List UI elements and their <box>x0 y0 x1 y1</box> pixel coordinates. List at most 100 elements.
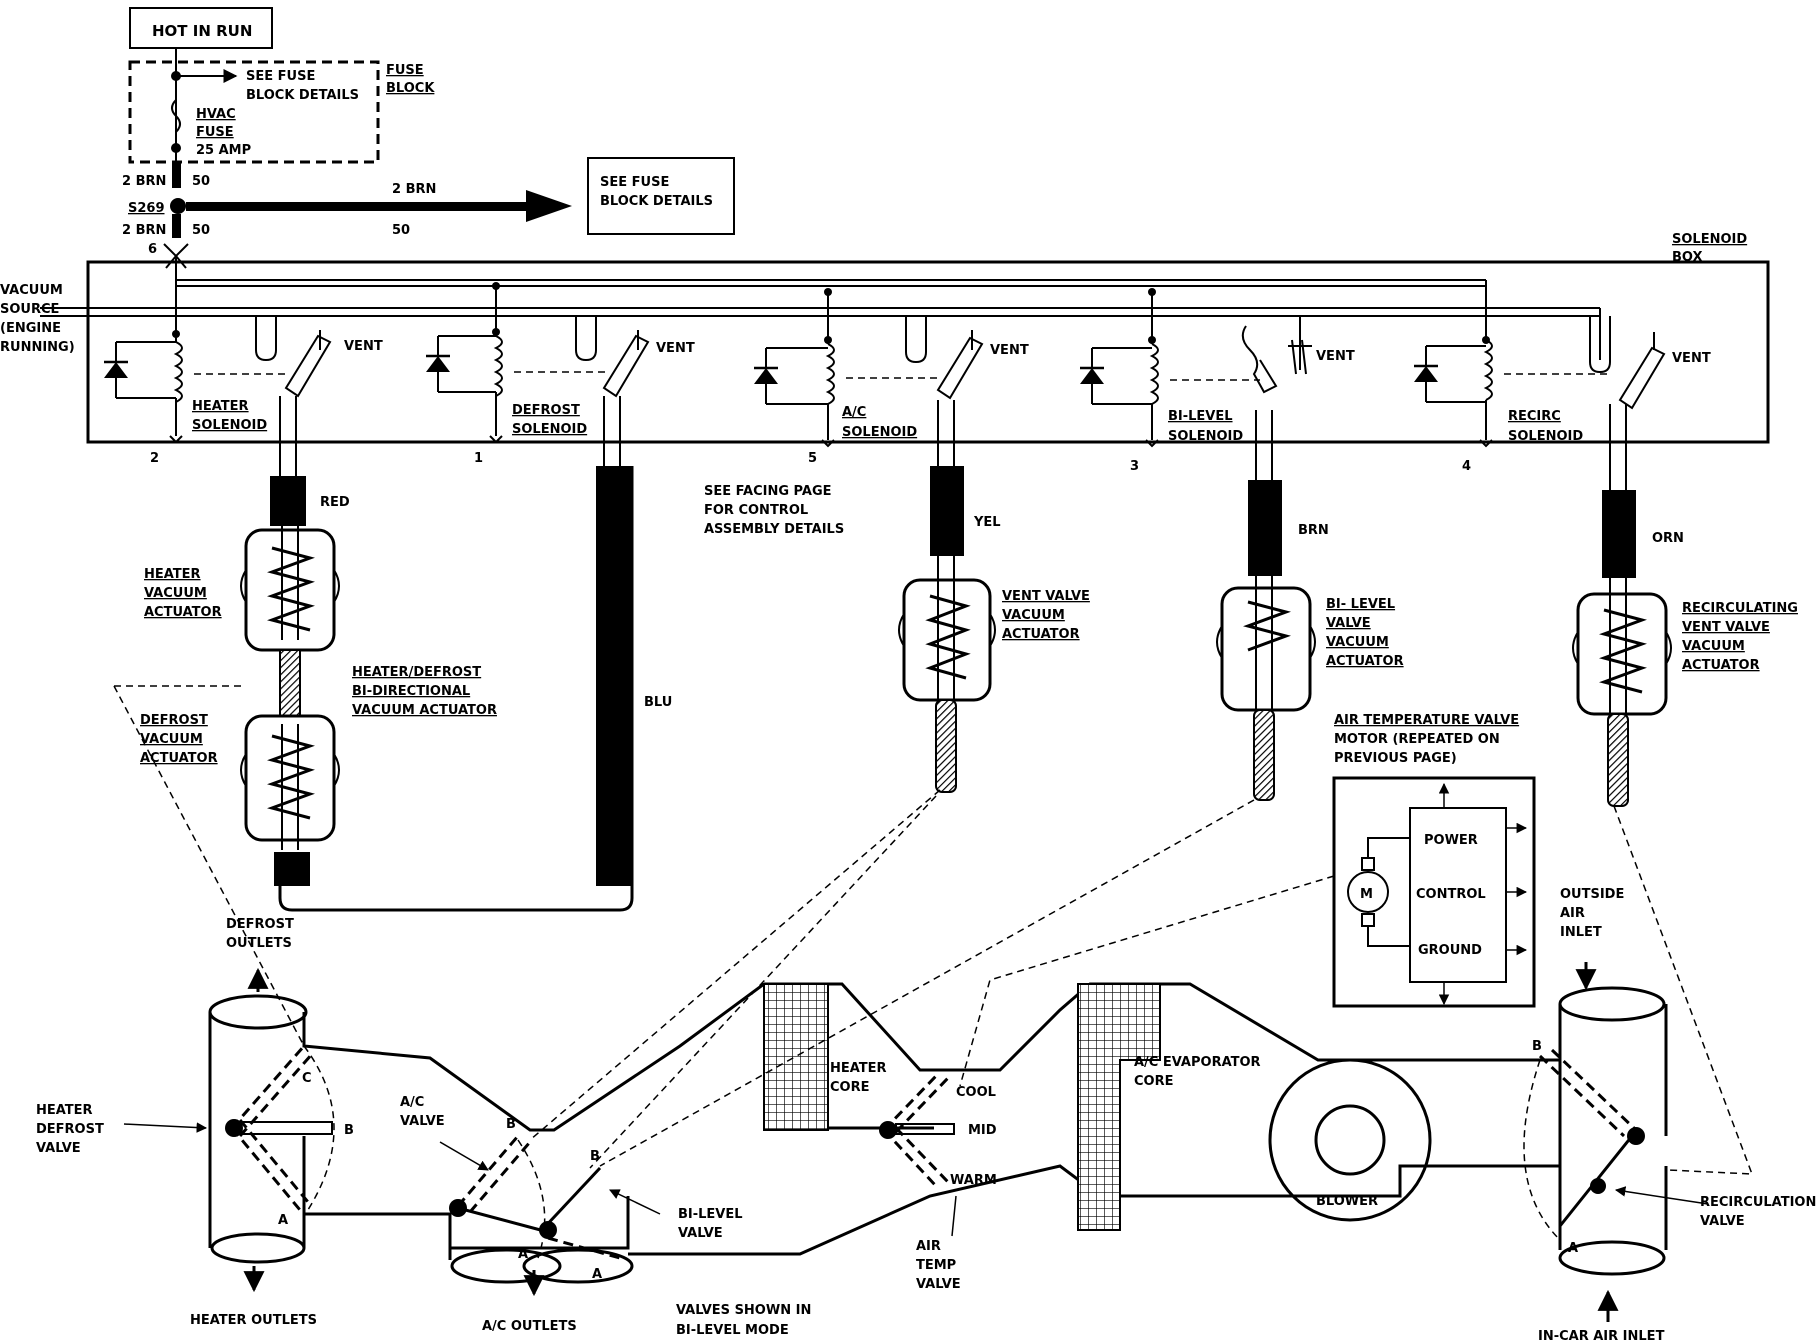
pin-5-label: 5 <box>808 451 817 466</box>
see-fuse-label-2b: BLOCK DETAILS <box>600 194 713 209</box>
blower-label: BLOWER <box>1316 1194 1378 1209</box>
ac-solenoid: VENT A/C SOLENOID 5 <box>752 292 1029 466</box>
pin-2-label: 2 <box>150 451 159 466</box>
bilevel-pos-a: A <box>592 1267 602 1282</box>
facing-label-b: FOR CONTROL <box>704 503 808 518</box>
pin-1-label: 1 <box>474 451 483 466</box>
ac-sol-label-b: SOLENOID <box>842 425 917 440</box>
wire-mid-num: 50 <box>392 223 410 238</box>
airtemp-label-b: MOTOR (REPEATED ON <box>1334 732 1500 747</box>
solenoid-box-label-b: BOX <box>1672 250 1703 265</box>
recirc-act-label-b: VENT VALVE <box>1682 620 1770 635</box>
bidir-label-b: BI-DIRECTIONAL <box>352 684 470 699</box>
vent-label-2: VENT <box>656 341 695 356</box>
vacuum-label-b: SOURCE <box>0 302 59 317</box>
bilevel-pos-b: B <box>590 1149 600 1164</box>
hdv-pos-a: A <box>278 1213 288 1228</box>
defrost-out-label-a: DEFROST <box>226 917 294 932</box>
recirc-sol-label-b: SOLENOID <box>1508 429 1583 444</box>
bilevel-valve-label-a: BI-LEVEL <box>678 1207 743 1222</box>
splice-label: S269 <box>128 201 165 216</box>
hvac-fuse-label-c: 25 AMP <box>196 143 251 158</box>
heater-defrost-actuator: RED HEATER VACUUM ACTUATOR HEATER/DEFROS… <box>140 396 634 912</box>
recirc-pos-b: B <box>1532 1039 1542 1054</box>
vent-valve-actuator: YEL VENT VALVE VACUUM ACTUATOR <box>898 400 1090 793</box>
defrost-act-label-c: ACTUATOR <box>140 751 218 766</box>
bilevel-valve-label-b: VALVE <box>678 1226 723 1241</box>
warm-label: WARM <box>950 1173 997 1188</box>
evap-label-a: A/C EVAPORATOR <box>1134 1055 1261 1070</box>
recirc-act-label-c: VACUUM <box>1682 639 1745 654</box>
splice-dot-icon <box>170 198 186 214</box>
recirculation-valve: B A RECIRCULATION VALVE OUTSIDE AIR INLE… <box>1523 887 1816 1344</box>
mid-label: MID <box>968 1123 997 1138</box>
recirc-valve-actuator: ORN RECIRCULATING VENT VALVE VACUUM ACTU… <box>1572 404 1798 807</box>
bilevel-sol-label-b: SOLENOID <box>1168 429 1243 444</box>
red-hose-label: RED <box>320 495 350 510</box>
blower-icon <box>1268 1058 1432 1222</box>
heater-outlets-label: HEATER OUTLETS <box>190 1313 317 1328</box>
heater-act-label-a: HEATER <box>144 567 201 582</box>
heater-sol-label-a: HEATER <box>192 399 249 414</box>
hdv-label-c: VALVE <box>36 1141 81 1156</box>
recirc-solenoid: VENT RECIRC SOLENOID 4 <box>1412 312 1711 474</box>
vent-act-label-b: VACUUM <box>1002 608 1065 623</box>
hot-in-run-label: HOT IN RUN <box>152 22 252 40</box>
facing-label-a: SEE FACING PAGE <box>704 484 832 499</box>
power-label: POWER <box>1424 833 1478 848</box>
shown-label-b: BI-LEVEL MODE <box>676 1323 789 1338</box>
outside-label-b: AIR <box>1560 906 1585 921</box>
air-temp-valve: COOL MID WARM AIR TEMP VALVE <box>828 1074 997 1292</box>
yel-hose-label: YEL <box>973 515 1001 530</box>
hdv-label-b: DEFROST <box>36 1122 104 1137</box>
hdv-pos-c: C <box>302 1071 312 1086</box>
recirc-act-label-d: ACTUATOR <box>1682 658 1760 673</box>
bilevel-act-label-c: VACUUM <box>1326 635 1389 650</box>
ac-pos-b: B <box>506 1117 516 1132</box>
vacuum-label-d: RUNNING) <box>0 340 75 355</box>
bilevel-act-label-b: VALVE <box>1326 616 1371 631</box>
bilevel-solenoid: VENT BI-LEVEL SOLENOID 3 <box>1078 292 1355 474</box>
bilevel-act-label-d: ACTUATOR <box>1326 654 1404 669</box>
wire-bot-label: 2 BRN <box>122 223 166 238</box>
air-temp-label-a: AIR <box>916 1239 941 1254</box>
bilevel-act-label-a: BI- LEVEL <box>1326 597 1395 612</box>
vent-label-4: VENT <box>1316 349 1355 364</box>
ac-sol-label-a: A/C <box>842 405 866 420</box>
solenoid-box-label-a: SOLENOID <box>1672 232 1747 247</box>
heater-solenoid: VENT HEATER SOLENOID 2 <box>102 316 383 466</box>
defrost-solenoid: VENT DEFROST SOLENOID 1 <box>424 286 695 466</box>
defrost-act-label-b: VACUUM <box>140 732 203 747</box>
defrost-sol-label-a: DEFROST <box>512 403 580 418</box>
vent-act-label-a: VENT VALVE <box>1002 589 1090 604</box>
bilevel-valve-actuator: BRN BI- LEVEL VALVE VACUUM ACTUATOR <box>1216 410 1404 801</box>
ac-outlets-label: A/C OUTLETS <box>482 1319 577 1334</box>
see-fuse-label-1b: BLOCK DETAILS <box>246 88 359 103</box>
fuse-symbol-icon <box>171 99 181 133</box>
control-label: CONTROL <box>1416 887 1486 902</box>
vent-label-1: VENT <box>344 339 383 354</box>
vent-act-label-c: ACTUATOR <box>1002 627 1080 642</box>
recirc-sol-label-a: RECIRC <box>1508 409 1561 424</box>
connector-num: 6 <box>148 242 157 257</box>
fuse-block-label-a: FUSE <box>386 63 424 78</box>
see-fuse-label-1a: SEE FUSE <box>246 69 315 84</box>
blu-hose: BLU <box>596 396 672 886</box>
vent-label-5: VENT <box>1672 351 1711 366</box>
hot-in-run-box: HOT IN RUN <box>129 7 273 49</box>
hvac-fuse-label-b: FUSE <box>196 125 234 140</box>
hvac-duct: HEATER CORE A/C EVAPORATOR CORE BLOWER <box>208 982 1668 1284</box>
pin-3-label: 3 <box>1130 459 1139 474</box>
hdv-label-a: HEATER <box>36 1103 93 1118</box>
defrost-sol-label-b: SOLENOID <box>512 422 587 437</box>
shown-label-a: VALVES SHOWN IN <box>676 1303 811 1318</box>
airtemp-label-a: AIR TEMPERATURE VALVE <box>1334 713 1519 728</box>
motor-label: M <box>1360 887 1373 902</box>
vent-label-3: VENT <box>990 343 1029 358</box>
heater-core-label-b: CORE <box>830 1080 869 1095</box>
recirc-valve-label-b: VALVE <box>1700 1214 1745 1229</box>
arrow-right-icon <box>526 190 572 222</box>
pin-4-label: 4 <box>1462 459 1471 474</box>
ground-label: GROUND <box>1418 943 1482 958</box>
air-temp-label-b: TEMP <box>916 1258 956 1273</box>
